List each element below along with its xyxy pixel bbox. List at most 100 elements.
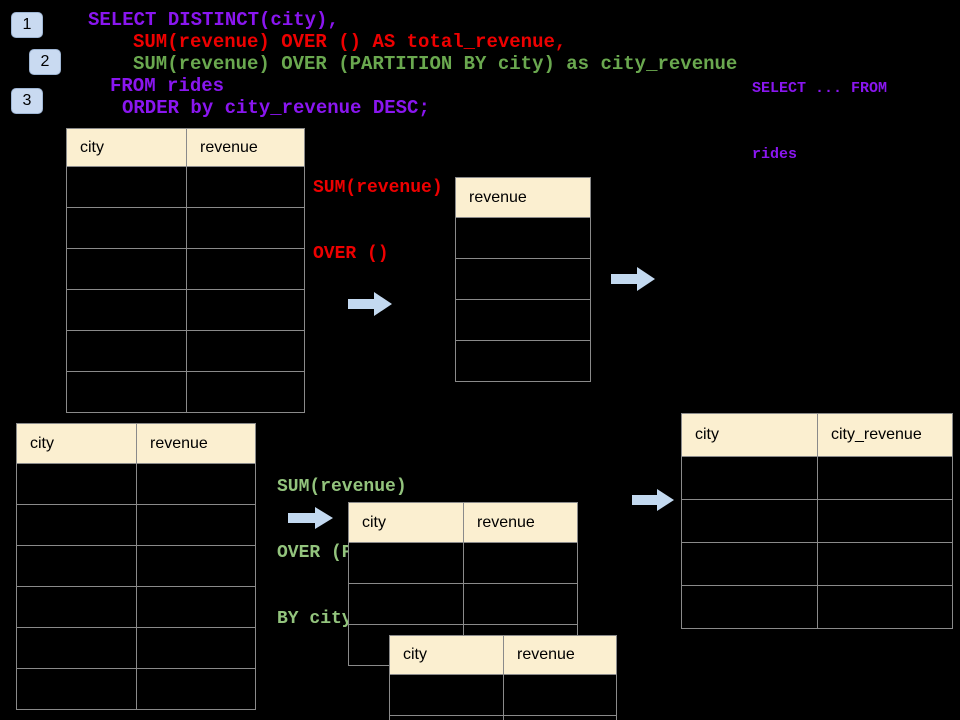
empty-cell [455, 299, 591, 341]
table-header-row: city city_revenue [681, 413, 953, 457]
column-header-revenue: revenue [503, 635, 617, 675]
right-arrow-icon [611, 267, 655, 296]
table-header-row: revenue [455, 177, 591, 218]
column-header-revenue: revenue [455, 177, 591, 218]
empty-cell [389, 674, 504, 716]
empty-cell [66, 207, 187, 249]
column-header-revenue: revenue [136, 423, 256, 464]
side-note-line-1: SELECT ... FROM [752, 80, 888, 97]
empty-cell [681, 542, 818, 586]
step-badge-3: 3 [11, 88, 43, 114]
table-row [348, 583, 578, 625]
empty-cell [16, 627, 137, 669]
right-arrow-icon [288, 507, 333, 534]
step-badge-1: 1 [11, 12, 43, 38]
right-arrow-icon [632, 489, 674, 516]
right-arrow-icon [348, 292, 392, 321]
empty-cell [455, 340, 591, 382]
table-header-row: city revenue [348, 502, 578, 543]
sql-line-sum-partition: SUM(revenue) OVER (PARTITION BY city) as… [133, 53, 738, 75]
empty-cell [455, 217, 591, 259]
annotation-line: SUM(revenue) [313, 178, 443, 198]
empty-cell [463, 542, 578, 584]
empty-cell [681, 456, 818, 500]
table-row [66, 166, 305, 208]
table-row [66, 371, 305, 413]
step-badge-2: 2 [29, 49, 61, 75]
empty-cell [136, 504, 256, 546]
table-row [389, 674, 617, 716]
table-row [16, 545, 256, 587]
table-partition-overlay: city revenue [389, 635, 617, 720]
column-header-city: city [66, 128, 187, 167]
table-row [16, 504, 256, 546]
table-row [66, 330, 305, 372]
table-row [681, 456, 953, 500]
empty-cell [681, 499, 818, 543]
empty-cell [463, 583, 578, 625]
empty-cell [817, 542, 953, 586]
table-row [16, 463, 256, 505]
column-header-city: city [389, 635, 504, 675]
table-row [348, 542, 578, 584]
empty-cell [455, 258, 591, 300]
total-revenue-annotation: SUM(revenue) OVER () [313, 133, 443, 309]
empty-cell [136, 586, 256, 628]
empty-cell [136, 627, 256, 669]
empty-cell [817, 585, 953, 629]
table-row [389, 715, 617, 720]
table-header-row: city revenue [389, 635, 617, 675]
empty-cell [16, 586, 137, 628]
column-header-revenue: revenue [463, 502, 578, 543]
table-total-revenue: revenue [455, 177, 591, 382]
empty-cell [136, 545, 256, 587]
table-header-row: city revenue [66, 128, 305, 167]
table-result: city city_revenue [681, 413, 953, 629]
table-row [66, 289, 305, 331]
empty-cell [16, 463, 137, 505]
empty-cell [186, 166, 305, 208]
empty-cell [503, 674, 617, 716]
empty-cell [389, 715, 504, 720]
empty-cell [186, 207, 305, 249]
table-header-row: city revenue [16, 423, 256, 464]
table-row [455, 217, 591, 259]
table-row [455, 340, 591, 382]
table-row [16, 627, 256, 669]
table-row [66, 207, 305, 249]
sql-line-from: FROM rides [110, 75, 225, 97]
empty-cell [136, 463, 256, 505]
table-row [681, 542, 953, 586]
table-rides-bottom: city revenue [16, 423, 256, 710]
annotation-line: SUM(revenue) [277, 477, 407, 497]
empty-cell [186, 330, 305, 372]
side-note-line-2: rides [752, 146, 798, 163]
empty-cell [817, 499, 953, 543]
empty-cell [186, 371, 305, 413]
table-rides-top: city revenue [66, 128, 305, 413]
table-row [681, 585, 953, 629]
empty-cell [348, 542, 464, 584]
table-row [455, 258, 591, 300]
table-row [16, 586, 256, 628]
empty-cell [66, 166, 187, 208]
column-header-city: city [16, 423, 137, 464]
empty-cell [66, 248, 187, 290]
empty-cell [16, 504, 137, 546]
empty-cell [66, 330, 187, 372]
empty-cell [817, 456, 953, 500]
annotation-line: OVER () [313, 244, 389, 264]
empty-cell [681, 585, 818, 629]
column-header-city: city [348, 502, 464, 543]
empty-cell [186, 248, 305, 290]
empty-cell [503, 715, 617, 720]
table-row [455, 299, 591, 341]
empty-cell [66, 289, 187, 331]
sql-line-sum-over: SUM(revenue) OVER () AS total_revenue, [133, 31, 567, 53]
empty-cell [16, 545, 137, 587]
table-row [66, 248, 305, 290]
empty-cell [16, 668, 137, 710]
table-row [16, 668, 256, 710]
empty-cell [348, 583, 464, 625]
